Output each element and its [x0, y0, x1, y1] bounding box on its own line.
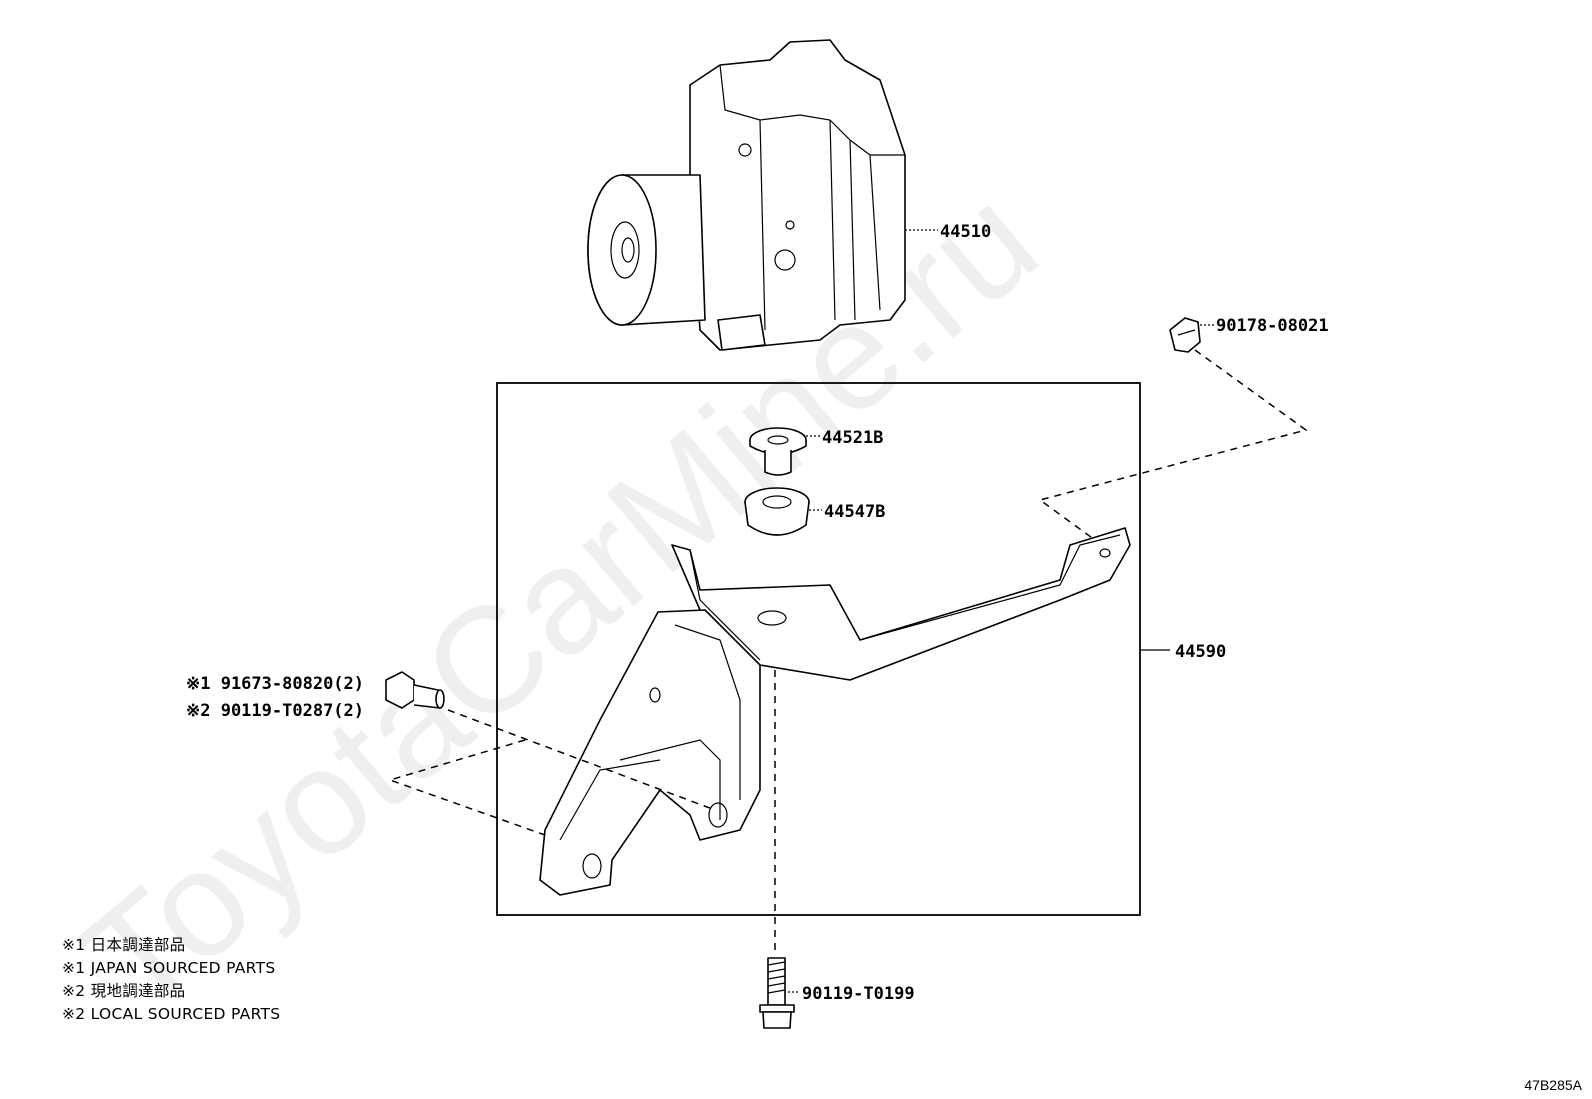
label-bolt-local: ※2 90119-T0287(2) [186, 701, 364, 721]
bracket-icon [539, 527, 1131, 896]
label-bolt-japan: ※1 91673-80820(2) [186, 674, 364, 694]
legend-line: ※1 日本調達部品 [62, 936, 186, 954]
legend-line: ※2 LOCAL SOURCED PARTS [62, 1005, 281, 1023]
label-clip: 90178-08021 [1216, 316, 1329, 336]
label-bolt-bottom: 90119-T0199 [802, 984, 915, 1004]
bracket-assembly-frame [496, 382, 1141, 916]
legend: ※1 日本調達部品 ※1 JAPAN SOURCED PARTS ※2 現地調達… [62, 934, 280, 1026]
legend-line: ※2 現地調達部品 [62, 982, 186, 1000]
diagram-code: 47B285A [1524, 1077, 1582, 1093]
abs-actuator-icon [587, 39, 906, 351]
left-bolt-icon [385, 671, 445, 709]
legend-line: ※1 JAPAN SOURCED PARTS [62, 959, 276, 977]
label-cushion: 44547B [824, 502, 885, 522]
label-collar: 44521B [822, 428, 883, 448]
label-bracket: 44590 [1175, 642, 1226, 662]
cushion-icon [744, 487, 810, 536]
watermark: ToyotaCarMine.ru [53, 155, 1068, 1045]
label-abs-actuator: 44510 [940, 222, 991, 242]
clip-icon [1169, 317, 1201, 353]
bottom-bolt-icon [759, 957, 795, 1029]
collar-icon [749, 427, 807, 476]
